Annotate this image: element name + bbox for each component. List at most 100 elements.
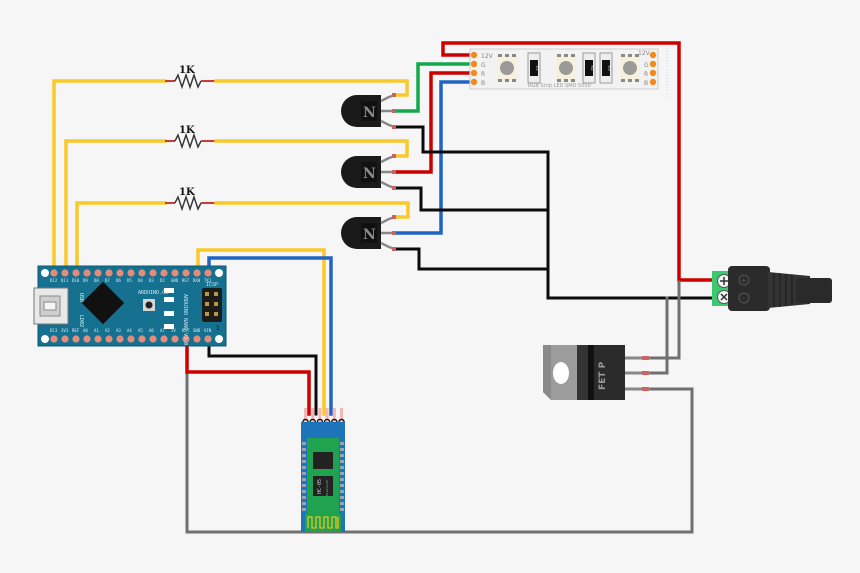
header-pin-label: GND: [193, 328, 201, 333]
header-pin-label: D10: [72, 278, 80, 283]
strip-pin-label: 12V: [481, 53, 494, 60]
header-pin-a3[interactable]: [116, 335, 124, 343]
resistor-mark: R1: [535, 66, 540, 72]
strip-pin-label: B: [644, 80, 648, 87]
header-pin-d13[interactable]: [50, 335, 58, 343]
bt-pad: [340, 496, 344, 499]
header-pin-label: D8: [94, 278, 99, 283]
header-pin-label: D9: [83, 278, 88, 283]
header-pin-a4[interactable]: [127, 335, 135, 343]
header-pin-label: RST: [182, 278, 190, 283]
reset-button[interactable]: [143, 299, 155, 311]
header-pin-a6[interactable]: [149, 335, 157, 343]
bt-pin-txd[interactable]: [325, 408, 329, 422]
bt-chip-label: HC-05: [317, 479, 323, 494]
header-pin-label: D13: [50, 328, 58, 333]
header-pin-d9[interactable]: [83, 269, 91, 277]
wire-black-q3-gnd: [393, 247, 550, 271]
bt-pad: [340, 502, 344, 505]
header-pin-vin[interactable]: [204, 335, 212, 343]
wire-red-vcc-bt: [185, 336, 311, 416]
icsp-header: ICSP 1: [202, 282, 222, 332]
wire-gray-fet-gate: [648, 280, 681, 360]
transistor-marking: N: [363, 166, 376, 182]
bt-pad: [340, 484, 344, 487]
wire-yellow-d12-r1: [52, 79, 167, 274]
header-pin-d7[interactable]: [105, 269, 113, 277]
header-pin-d4[interactable]: [138, 269, 146, 277]
header-pin-a7[interactable]: [160, 335, 168, 343]
header-pin-label: A2: [105, 328, 110, 333]
bt-pad: [302, 490, 306, 493]
strip-pin-label: B: [481, 80, 485, 87]
resistor-mark: R2: [590, 66, 595, 72]
header-pin-d5[interactable]: [127, 269, 135, 277]
led-l: [164, 288, 174, 293]
header-pin-ref[interactable]: [72, 335, 80, 343]
header-pin-label: D7: [105, 278, 110, 283]
header-pin-gnd[interactable]: [193, 335, 201, 343]
usb-label-2: LD02: [78, 315, 84, 327]
mosfet-p: FET P: [543, 345, 650, 400]
wire-yellow-d10-r3: [75, 201, 167, 274]
header-pin-d8[interactable]: [94, 269, 102, 277]
wire-green-q1-g: [393, 62, 476, 113]
header-pin-d3[interactable]: [149, 269, 157, 277]
mosfet-label: FET P: [598, 361, 608, 390]
header-pin-label: 5V: [171, 328, 176, 333]
wire-black-gnd-bus: [546, 150, 717, 300]
header-pin-a0[interactable]: [83, 335, 91, 343]
header-pin-3v3[interactable]: [61, 335, 69, 343]
bt-pad: [302, 442, 306, 445]
strip-label: RGB Strip LED SMD 5050: [528, 83, 591, 89]
icsp-pin1-label: 1: [216, 325, 220, 332]
wire-black-q1-gnd: [393, 125, 550, 154]
header-pin-rst[interactable]: [182, 269, 190, 277]
bt-side-pads: [302, 442, 344, 511]
transistor-q1: N: [341, 93, 396, 129]
header-pin-gnd[interactable]: [171, 269, 179, 277]
bt-pin-rxd[interactable]: [332, 408, 336, 422]
bt-pad: [302, 466, 306, 469]
bt-pin-vcc[interactable]: [311, 408, 315, 422]
header-pin-d10[interactable]: [72, 269, 80, 277]
jack-minus-label: -: [742, 294, 745, 303]
resistor-r1: 1K: [165, 65, 207, 90]
wire-red-12v-jack: [441, 41, 717, 282]
header-pin-a1[interactable]: [94, 335, 102, 343]
bt-pin-gnd[interactable]: [318, 408, 322, 422]
header-pin-d11[interactable]: [61, 269, 69, 277]
wire-red-q2-r: [393, 71, 476, 174]
smd-led: [620, 54, 640, 82]
wire-blue-tx-bt: [207, 256, 333, 416]
resistor-label: 1K: [179, 125, 195, 136]
header-pin-label: A6: [149, 328, 154, 333]
header-pin-rx0[interactable]: [193, 269, 201, 277]
wire-gray-fet-source: [185, 370, 694, 534]
bt-pad: [340, 454, 344, 457]
header-pin-d12[interactable]: [50, 269, 58, 277]
bt-pad: [340, 478, 344, 481]
bt-pad: [340, 466, 344, 469]
header-pin-d6[interactable]: [116, 269, 124, 277]
bt-pin-state[interactable]: [340, 408, 343, 422]
header-pin-tx1[interactable]: [204, 269, 212, 277]
bt-pad: [302, 502, 306, 505]
header-pin-label: D11: [61, 278, 69, 283]
header-pin-rst[interactable]: [182, 335, 190, 343]
header-pin-5v[interactable]: [171, 335, 179, 343]
bt-pin-key[interactable]: [304, 408, 307, 422]
header-pin-a2[interactable]: [105, 335, 113, 343]
header-pin-label: A4: [127, 328, 132, 333]
header-pin-a5[interactable]: [138, 335, 146, 343]
resistor-r3: 1K: [165, 187, 207, 212]
header-pin-label: GND: [171, 278, 179, 283]
smd-led: [497, 54, 517, 82]
hc05-bluetooth-module: KEYVCCGNDTXDRXDSTATE HC-05 Bluetooth: [301, 408, 346, 532]
wire-yellow-r3-q3: [214, 201, 410, 219]
led-tx: [164, 311, 174, 316]
header-pin-d2[interactable]: [160, 269, 168, 277]
transistor-q3: N: [341, 215, 396, 251]
